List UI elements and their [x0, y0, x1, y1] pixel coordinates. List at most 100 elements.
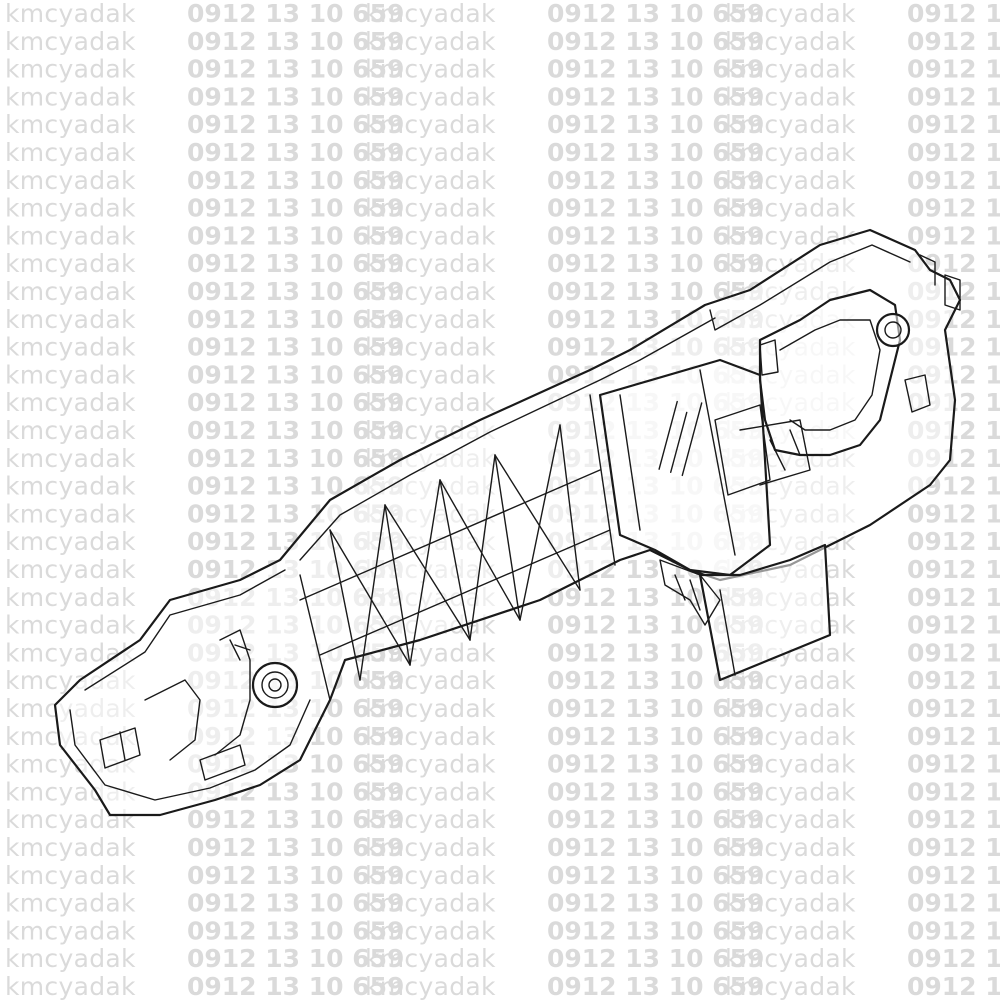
- watermark-brand: kmcyadak: [725, 694, 856, 723]
- watermark-phone: 0912 13 10 659: [547, 82, 764, 111]
- watermark-phone: 0912 13 10 659: [547, 861, 764, 890]
- watermark-phone: 0912 13 10 659: [907, 722, 1000, 751]
- watermark-phone: 0912 13 10 659: [907, 777, 1000, 806]
- watermark-phone: 0912 13 10 659: [547, 221, 764, 250]
- watermark-brand: kmcyadak: [725, 166, 856, 195]
- watermark-brand: kmcyadak: [5, 333, 136, 362]
- watermark-brand: kmcyadak: [365, 110, 496, 139]
- watermark-brand: kmcyadak: [725, 777, 856, 806]
- watermark-phone: 0912 13 10 659: [187, 444, 404, 473]
- watermark-phone: 0912 13 10 659: [187, 833, 404, 862]
- watermark-phone: 0912 13 10 659: [547, 694, 764, 723]
- watermark-brand: kmcyadak: [365, 55, 496, 84]
- watermark-phone: 0912 13 10 659: [907, 638, 1000, 667]
- watermark-phone: 0912 13 10 659: [187, 0, 404, 28]
- watermark-brand: kmcyadak: [5, 972, 136, 1000]
- watermark-brand: kmcyadak: [5, 166, 136, 195]
- watermark-brand: kmcyadak: [365, 944, 496, 973]
- watermark-brand: kmcyadak: [725, 666, 856, 695]
- watermark-phone: 0912 13 10 659: [187, 194, 404, 223]
- watermark-brand: kmcyadak: [5, 360, 136, 389]
- watermark-brand: kmcyadak: [5, 916, 136, 945]
- watermark-phone: 0912 13 10 659: [907, 611, 1000, 640]
- watermark-brand: kmcyadak: [5, 82, 136, 111]
- watermark-brand: kmcyadak: [725, 82, 856, 111]
- watermark-brand: kmcyadak: [725, 110, 856, 139]
- watermark-phone: 0912 13 10 659: [187, 166, 404, 195]
- watermark-brand: kmcyadak: [5, 55, 136, 84]
- watermark-phone: 0912 13 10 659: [907, 972, 1000, 1000]
- watermark-brand: kmcyadak: [5, 833, 136, 862]
- watermark-brand: kmcyadak: [5, 305, 136, 334]
- watermark-brand: kmcyadak: [5, 416, 136, 445]
- watermark-brand: kmcyadak: [725, 833, 856, 862]
- watermark-brand: kmcyadak: [725, 916, 856, 945]
- watermark-phone: 0912 13 10 659: [907, 583, 1000, 612]
- watermark-brand: kmcyadak: [5, 249, 136, 278]
- watermark-phone: 0912 13 10 659: [547, 722, 764, 751]
- watermark-phone: 0912 13 10 659: [187, 889, 404, 918]
- watermark-phone: 0912 13 10 659: [907, 0, 1000, 28]
- watermark-brand: kmcyadak: [5, 0, 136, 28]
- watermark-brand: kmcyadak: [5, 583, 136, 612]
- watermark-phone: 0912 13 10 659: [547, 889, 764, 918]
- part-stamp: [658, 400, 703, 477]
- watermark-brand: kmcyadak: [5, 472, 136, 501]
- watermark-brand: kmcyadak: [365, 221, 496, 250]
- watermark-brand: kmcyadak: [5, 221, 136, 250]
- watermark-brand: kmcyadak: [365, 82, 496, 111]
- lattice-section: [299, 394, 616, 701]
- watermark-brand: kmcyadak: [365, 805, 496, 834]
- watermark-phone: 0912 13 10 659: [187, 972, 404, 1000]
- watermark-brand: kmcyadak: [365, 777, 496, 806]
- watermark-phone: 0912 13 10 659: [187, 110, 404, 139]
- watermark-brand: kmcyadak: [365, 861, 496, 890]
- watermark-brand: kmcyadak: [725, 0, 856, 28]
- watermark-phone: 0912 13 10 659: [187, 249, 404, 278]
- watermark-phone: 0912 13 10 659: [907, 194, 1000, 223]
- watermark-brand: kmcyadak: [5, 499, 136, 528]
- watermark-phone: 0912 13 10 659: [187, 916, 404, 945]
- watermark-brand: kmcyadak: [5, 138, 136, 167]
- watermark-phone: 0912 13 10 659: [907, 833, 1000, 862]
- watermark-brand: kmcyadak: [725, 722, 856, 751]
- watermark-brand: kmcyadak: [5, 944, 136, 973]
- watermark-brand: kmcyadak: [5, 194, 136, 223]
- watermark-phone: 0912 13 10 659: [187, 277, 404, 306]
- watermark-phone: 0912 13 10 659: [187, 138, 404, 167]
- watermark-phone: 0912 13 10 659: [547, 110, 764, 139]
- watermark-brand: kmcyadak: [365, 889, 496, 918]
- watermark-phone: 0912 13 10 659: [547, 805, 764, 834]
- watermark-phone: 0912 13 10 659: [547, 972, 764, 1000]
- watermark-phone: 0912 13 10 659: [547, 833, 764, 862]
- watermark-phone: 0912 13 10 659: [907, 27, 1000, 56]
- watermark-brand: kmcyadak: [365, 833, 496, 862]
- watermark-brand: kmcyadak: [365, 388, 496, 417]
- watermark-phone: 0912 13 10 659: [547, 55, 764, 84]
- watermark-phone: 0912 13 10 659: [187, 27, 404, 56]
- watermark-phone: 0912 13 10 659: [907, 110, 1000, 139]
- watermark-brand: kmcyadak: [365, 27, 496, 56]
- watermark-brand: kmcyadak: [5, 277, 136, 306]
- watermark-brand: kmcyadak: [365, 694, 496, 723]
- watermark-phone: 0912 13 10 659: [187, 861, 404, 890]
- watermark-phone: 0912 13 10 659: [907, 166, 1000, 195]
- watermark-brand: kmcyadak: [5, 527, 136, 556]
- watermark-brand: kmcyadak: [365, 972, 496, 1000]
- watermark-phone: 0912 13 10 659: [547, 777, 764, 806]
- watermark-brand: kmcyadak: [365, 666, 496, 695]
- watermark-phone: 0912 13 10 659: [907, 138, 1000, 167]
- watermark-brand: kmcyadak: [725, 972, 856, 1000]
- watermark-phone: 0912 13 10 659: [907, 916, 1000, 945]
- watermark-brand: kmcyadak: [5, 861, 136, 890]
- watermark-brand: kmcyadak: [365, 750, 496, 779]
- watermark-brand: kmcyadak: [5, 889, 136, 918]
- watermark-brand: kmcyadak: [365, 333, 496, 362]
- watermark-brand: kmcyadak: [725, 750, 856, 779]
- watermark-phone: 0912 13 10 659: [547, 27, 764, 56]
- watermark-phone: 0912 13 10 659: [187, 55, 404, 84]
- watermark-phone: 0912 13 10 659: [907, 944, 1000, 973]
- watermark-brand: kmcyadak: [725, 944, 856, 973]
- watermark-brand: kmcyadak: [365, 305, 496, 334]
- watermark-phone: 0912 13 10 659: [907, 555, 1000, 584]
